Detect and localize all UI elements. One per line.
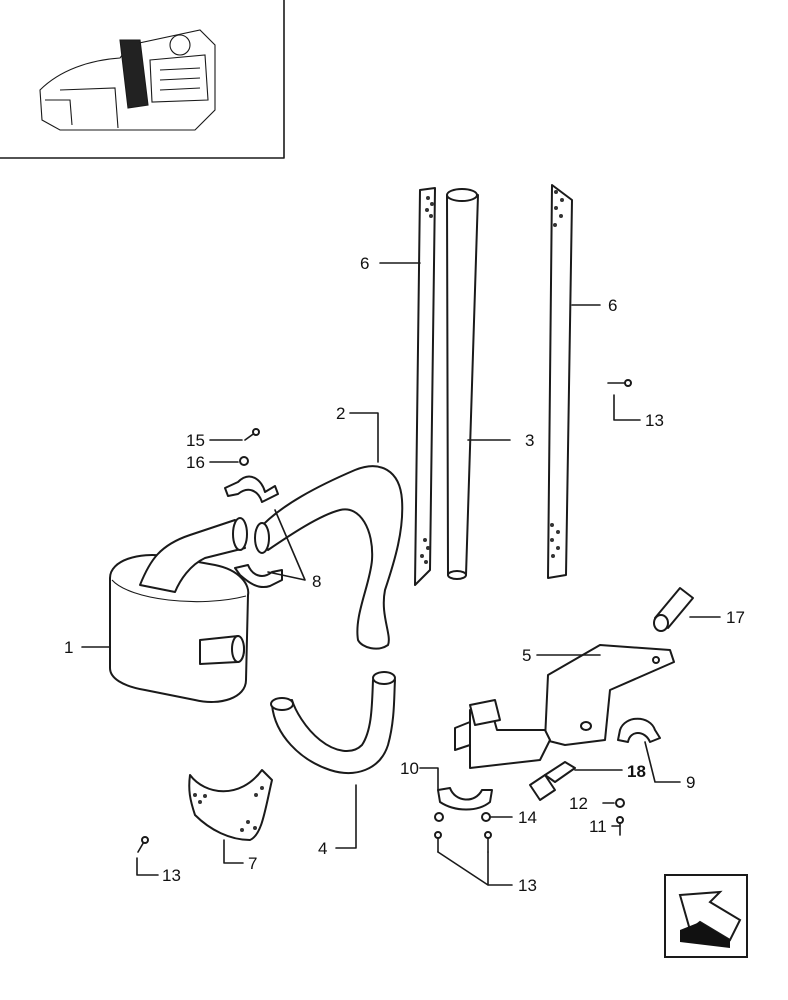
- engine-location-thumbnail: [0, 0, 285, 159]
- callout-10: 10: [400, 759, 419, 778]
- callout-16: 16: [186, 453, 205, 472]
- previous-page-arrow-icon: [678, 890, 742, 948]
- part-1-muffler: [109, 517, 250, 703]
- part-2-upper-pipe: [254, 465, 404, 650]
- callout-6-right: 6: [608, 296, 617, 315]
- callout-6-left: 6: [360, 254, 369, 273]
- part-15-bolt: [244, 428, 260, 441]
- callout-11: 11: [589, 817, 607, 836]
- part-10-clamp: [437, 787, 493, 811]
- part-4-u-pipe: [270, 671, 396, 774]
- callout-17: 17: [726, 608, 745, 627]
- callout-13-right: 13: [645, 411, 664, 430]
- part-7-shield: [188, 769, 273, 841]
- part-16-nut: [239, 456, 249, 466]
- callout-labels: 1 2 3 4 5 6 6 7 8 9 10 11 12 13 13 13 14…: [64, 254, 745, 895]
- callout-14: 14: [518, 808, 537, 827]
- callout-18: 18: [627, 762, 646, 781]
- leader-lines: [81, 262, 721, 886]
- part-5-bracket: [454, 644, 675, 769]
- part-3-tube: [446, 188, 479, 580]
- part-17-tube: [653, 587, 694, 632]
- previous-page-nav[interactable]: [664, 874, 748, 958]
- callout-9: 9: [686, 773, 695, 792]
- part-13-bolt-b: [137, 836, 149, 853]
- callout-1: 1: [64, 638, 73, 657]
- callout-5: 5: [522, 646, 531, 665]
- part-12-nut: [615, 798, 625, 808]
- part-13-bolt-c: [434, 831, 492, 853]
- callout-3: 3: [525, 431, 534, 450]
- callout-4: 4: [318, 839, 327, 858]
- part-6-heat-shield-left: [414, 187, 436, 586]
- part-18-bolt: [529, 761, 576, 801]
- callout-12: 12: [569, 794, 588, 813]
- part-14-nut: [434, 812, 491, 822]
- part-11-bolt: [616, 816, 624, 836]
- part-9-clamp: [617, 717, 661, 743]
- part-6-heat-shield-right: [547, 184, 573, 579]
- callout-15: 15: [186, 431, 205, 450]
- part-8-clamp-upper: [224, 475, 279, 503]
- callout-13-bottom: 13: [518, 876, 537, 895]
- callout-7: 7: [248, 854, 257, 873]
- callout-2: 2: [336, 404, 345, 423]
- part-13-bolt-a: [607, 379, 632, 387]
- callout-8: 8: [312, 572, 321, 591]
- callout-13-left: 13: [162, 866, 181, 885]
